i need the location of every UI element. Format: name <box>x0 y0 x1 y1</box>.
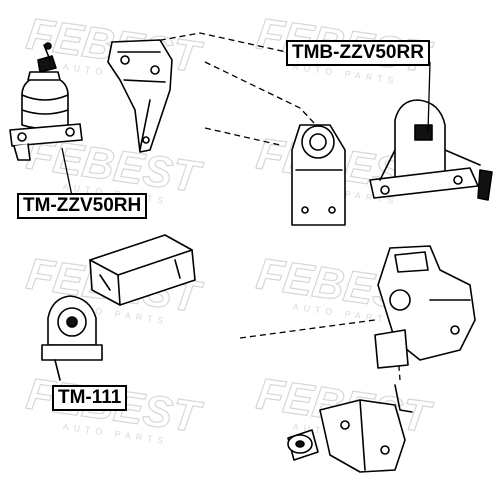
part-callout-tmb-zzv50rr[interactable]: TMB-ZZV50RR <box>286 40 430 66</box>
round-mount-111 <box>41 295 103 381</box>
lower-bracket <box>319 384 413 473</box>
part-callout-tm-111[interactable]: TM-111 <box>52 385 128 411</box>
assembly-leader-lines <box>149 32 401 381</box>
mid-bracket <box>291 124 346 226</box>
part-callout-tm-zzv50rh[interactable]: TM-ZZV50RH <box>17 193 148 219</box>
bushing <box>287 429 319 461</box>
center-cushion <box>89 234 196 306</box>
transmission-bracket <box>374 245 476 369</box>
engine-mount-rh <box>9 42 83 197</box>
upper-bracket <box>107 39 173 153</box>
rear-mount-rr <box>369 61 493 201</box>
leader-line <box>204 127 281 146</box>
leader-line <box>239 319 376 339</box>
leader-line <box>149 32 301 56</box>
